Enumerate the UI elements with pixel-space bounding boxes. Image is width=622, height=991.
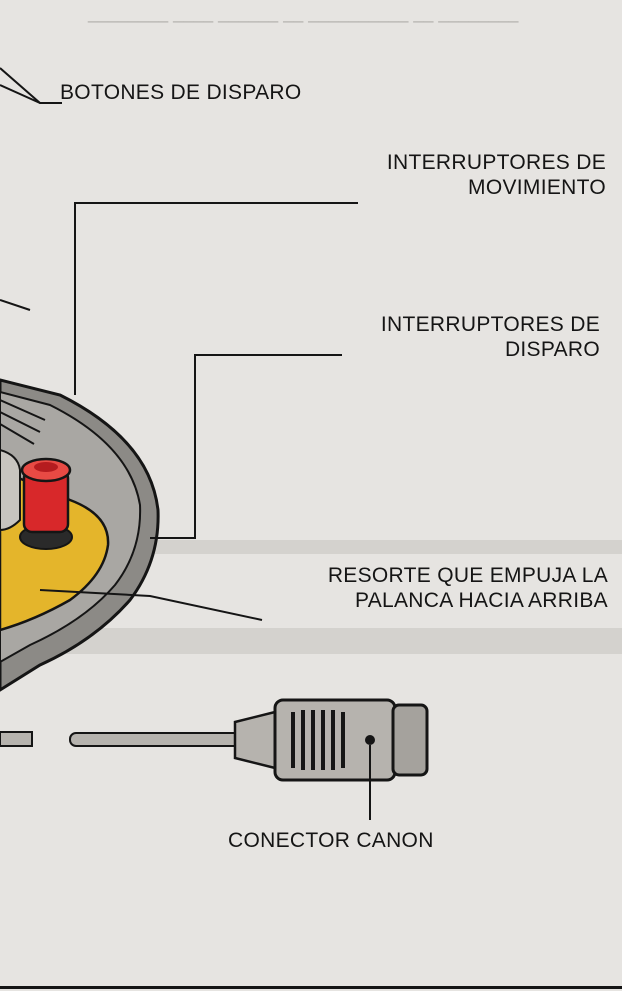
background-band	[0, 628, 622, 654]
label-line: INTERRUPTORES DE	[380, 313, 600, 336]
label-trigger-buttons: BOTONES DE DISPARO	[60, 80, 302, 105]
cable-segment-left	[0, 731, 33, 747]
bottom-rule	[0, 986, 622, 989]
label-connector: CONECTOR CANON	[228, 828, 434, 853]
leader-trigger-switches	[150, 354, 342, 539]
label-line: BOTONES DE DISPARO	[60, 81, 302, 104]
connector-grip	[291, 710, 345, 770]
cable	[69, 732, 241, 747]
label-line: INTERRUPTORES DE	[386, 151, 606, 174]
background-text-upper: ________ ____ ______ __ __________ __ __…	[88, 3, 519, 23]
label-movement-switches: INTERRUPTORES DE MOVIMIENTO	[387, 150, 606, 200]
leader-movement-switches	[74, 202, 358, 395]
leader-trigger-buttons	[0, 67, 62, 104]
fire-button-cap	[34, 462, 58, 472]
connector-tip	[391, 703, 429, 777]
label-spring: RESORTE QUE EMPUJA LA PALANCA HACIA ARRI…	[328, 563, 608, 613]
label-line: DISPARO	[504, 338, 600, 361]
label-line: PALANCA HACIA ARRIBA	[354, 589, 608, 612]
label-line: CONECTOR CANON	[228, 829, 434, 852]
label-line: MOVIMIENTO	[468, 176, 606, 199]
connector-neck	[233, 710, 277, 770]
side-button	[0, 448, 21, 532]
leader-lines	[0, 67, 371, 820]
connector-dot	[365, 735, 375, 745]
joystick-ridges	[0, 399, 46, 445]
label-trigger-switches: INTERRUPTORES DE DISPARO	[381, 312, 600, 362]
label-line: RESORTE QUE EMPUJA LA	[327, 564, 608, 587]
leader-spring	[39, 589, 263, 621]
